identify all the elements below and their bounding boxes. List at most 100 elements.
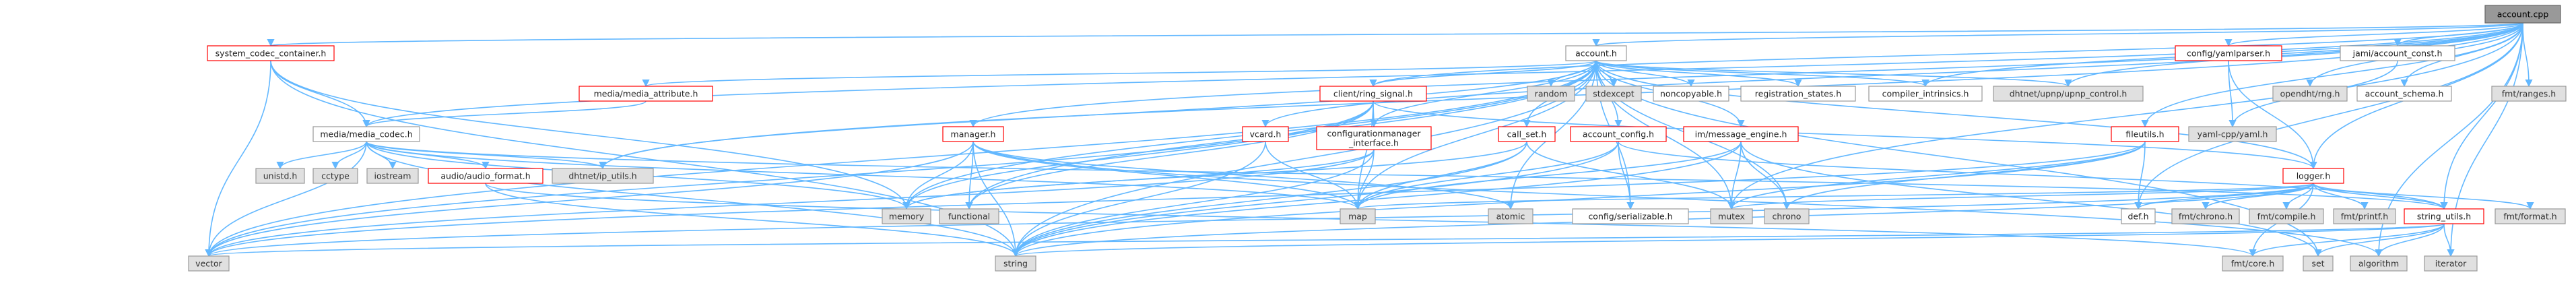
node-memory[interactable]: memory — [882, 208, 931, 224]
node-fmt-format[interactable]: fmt/format.h — [2495, 208, 2566, 224]
node-label: account.h — [1575, 49, 1617, 59]
edge-account_config-to-map — [1354, 141, 1619, 210]
node-label: string_utils.h — [2417, 212, 2471, 222]
node-mutex[interactable]: mutex — [1710, 208, 1753, 224]
node-stdexcept[interactable]: stdexcept — [1585, 86, 1642, 102]
edge-root-to-account_h — [1593, 22, 2523, 47]
node-label: fileutils.h — [2125, 129, 2164, 139]
edge-account_h-to-vector — [205, 60, 1597, 257]
node-compiler-intrinsics[interactable]: compiler_intrinsics.h — [1868, 86, 1983, 102]
node-vector[interactable]: vector — [188, 255, 230, 272]
node-im-message-engine[interactable]: im/message_engine.h — [1683, 126, 1799, 142]
node-logger-h[interactable]: logger.h — [2282, 168, 2344, 184]
edge-logger_h-to-map — [1354, 183, 2314, 210]
edge-media_media_codec-to-string — [366, 141, 1020, 257]
node-system-codec-container[interactable]: system_codec_container.h — [207, 45, 335, 61]
edge-media_media_codec-to-cctype — [331, 141, 367, 170]
node-iostream[interactable]: iostream — [366, 168, 419, 184]
node-fmt-core[interactable]: fmt/core.h — [2222, 255, 2284, 272]
edge-root-to-def_h — [2134, 22, 2523, 210]
node-dhtnet-upnp-control[interactable]: dhtnet/upnp/upnp_control.h — [1993, 86, 2144, 102]
node-string-utils[interactable]: string_utils.h — [2404, 208, 2484, 224]
node-configurationmanager-interface[interactable]: configurationmanager_interface.h — [1316, 126, 1432, 150]
node-root[interactable]: account.cpp — [2484, 5, 2561, 24]
node-fmt-chrono[interactable]: fmt/chrono.h — [2171, 208, 2240, 224]
node-random[interactable]: random — [1527, 86, 1575, 102]
node-iterator[interactable]: iterator — [2424, 255, 2478, 272]
node-label: audio/audio_format.h — [440, 171, 530, 181]
node-box — [1565, 45, 1627, 61]
node-box — [2188, 126, 2277, 142]
node-cctype[interactable]: cctype — [312, 168, 358, 184]
node-account-h[interactable]: account.h — [1565, 45, 1627, 61]
node-box — [2303, 255, 2334, 272]
node-label: media/media_attribute.h — [594, 89, 698, 99]
node-chrono[interactable]: chrono — [1764, 208, 1810, 224]
node-box — [2350, 255, 2408, 272]
edge-im_message_engine-to-string — [1012, 141, 1742, 257]
edge-account_h-to-dhtnet_ip_utils — [599, 60, 1597, 170]
node-label: memory — [889, 212, 925, 222]
node-box — [1319, 86, 1427, 102]
node-dhtnet-ip-utils[interactable]: dhtnet/ip_utils.h — [552, 168, 654, 184]
node-media-media-codec[interactable]: media/media_codec.h — [312, 126, 420, 142]
node-functional[interactable]: functional — [939, 208, 999, 224]
node-map[interactable]: map — [1340, 208, 1376, 224]
edge-config_yamlparser-to-yaml_cpp — [2228, 60, 2237, 128]
node-box — [2171, 208, 2240, 224]
node-set[interactable]: set — [2303, 255, 2334, 272]
edge-logger_h-to-fmt_compile — [2282, 183, 2314, 210]
node-label: algorithm — [2358, 259, 2399, 269]
edge-string_utils-to-algorithm — [2375, 223, 2445, 257]
node-unistd[interactable]: unistd.h — [255, 168, 305, 184]
node-manager-h[interactable]: manager.h — [942, 126, 1004, 142]
node-box — [1498, 126, 1556, 142]
node-box — [1993, 86, 2144, 102]
node-jami-account-const[interactable]: jami/account_const.h — [2340, 45, 2455, 61]
node-def-h[interactable]: def.h — [2121, 208, 2156, 224]
node-opendht-rng[interactable]: opendht/rng.h — [2272, 86, 2348, 102]
edge-root-to-config_yamlparser — [2224, 22, 2523, 47]
edge-logger_h-to-vector — [205, 183, 2314, 257]
node-label: im/message_engine.h — [1695, 129, 1787, 139]
node-audio-audio-format[interactable]: audio/audio_format.h — [428, 168, 543, 184]
node-label: config/yamlparser.h — [2187, 49, 2270, 59]
node-box — [942, 126, 1004, 142]
node-box — [939, 208, 999, 224]
node-fileutils[interactable]: fileutils.h — [2111, 126, 2179, 142]
edge-account_h-to-logger_h — [1595, 60, 2317, 170]
edge-account_h-to-map — [1354, 60, 1597, 210]
edge-call_set-to-memory — [902, 141, 1527, 210]
node-box — [2404, 208, 2484, 224]
edge-account_h-to-dhtnet_upnp_control — [1595, 60, 2072, 88]
edge-root-to-system_codec_container — [268, 22, 2523, 47]
node-client-ring-signal[interactable]: client/ring_signal.h — [1319, 86, 1427, 102]
node-label: fmt/compile.h — [2257, 212, 2316, 222]
node-box — [1683, 126, 1799, 142]
node-call-set[interactable]: call_set.h — [1498, 126, 1556, 142]
node-vcard-h[interactable]: vcard.h — [1242, 126, 1289, 142]
edge-system_codec_container-to-media_media_codec — [270, 60, 370, 128]
node-media-media-attribute[interactable]: media/media_attribute.h — [579, 86, 713, 102]
edge-root-to-media_media_codec — [362, 22, 2523, 128]
edge-string_utils-to-set — [2314, 223, 2445, 257]
node-fmt-ranges[interactable]: fmt/ranges.h — [2491, 86, 2567, 102]
node-yaml-cpp[interactable]: yaml-cpp/yaml.h — [2188, 126, 2277, 142]
node-atomic[interactable]: atomic — [1488, 208, 1533, 224]
node-registration-states[interactable]: registration_states.h — [1740, 86, 1856, 102]
node-algorithm[interactable]: algorithm — [2350, 255, 2408, 272]
node-config-serializable[interactable]: config/serializable.h — [1572, 208, 1689, 224]
node-label: noncopyable.h — [1660, 89, 1722, 99]
node-box — [2121, 208, 2156, 224]
node-fmt-compile[interactable]: fmt/compile.h — [2249, 208, 2324, 224]
node-account-config[interactable]: account_config.h — [1570, 126, 1667, 142]
node-account-schema[interactable]: account_schema.h — [2356, 86, 2452, 102]
node-noncopyable[interactable]: noncopyable.h — [1653, 86, 1729, 102]
node-box — [1316, 126, 1432, 150]
node-box — [188, 255, 230, 272]
node-box — [2175, 45, 2282, 61]
node-fmt-printf[interactable]: fmt/printf.h — [2333, 208, 2396, 224]
node-config-yamlparser[interactable]: config/yamlparser.h — [2175, 45, 2282, 61]
node-string[interactable]: string — [995, 255, 1036, 272]
node-label: cctype — [321, 171, 350, 181]
